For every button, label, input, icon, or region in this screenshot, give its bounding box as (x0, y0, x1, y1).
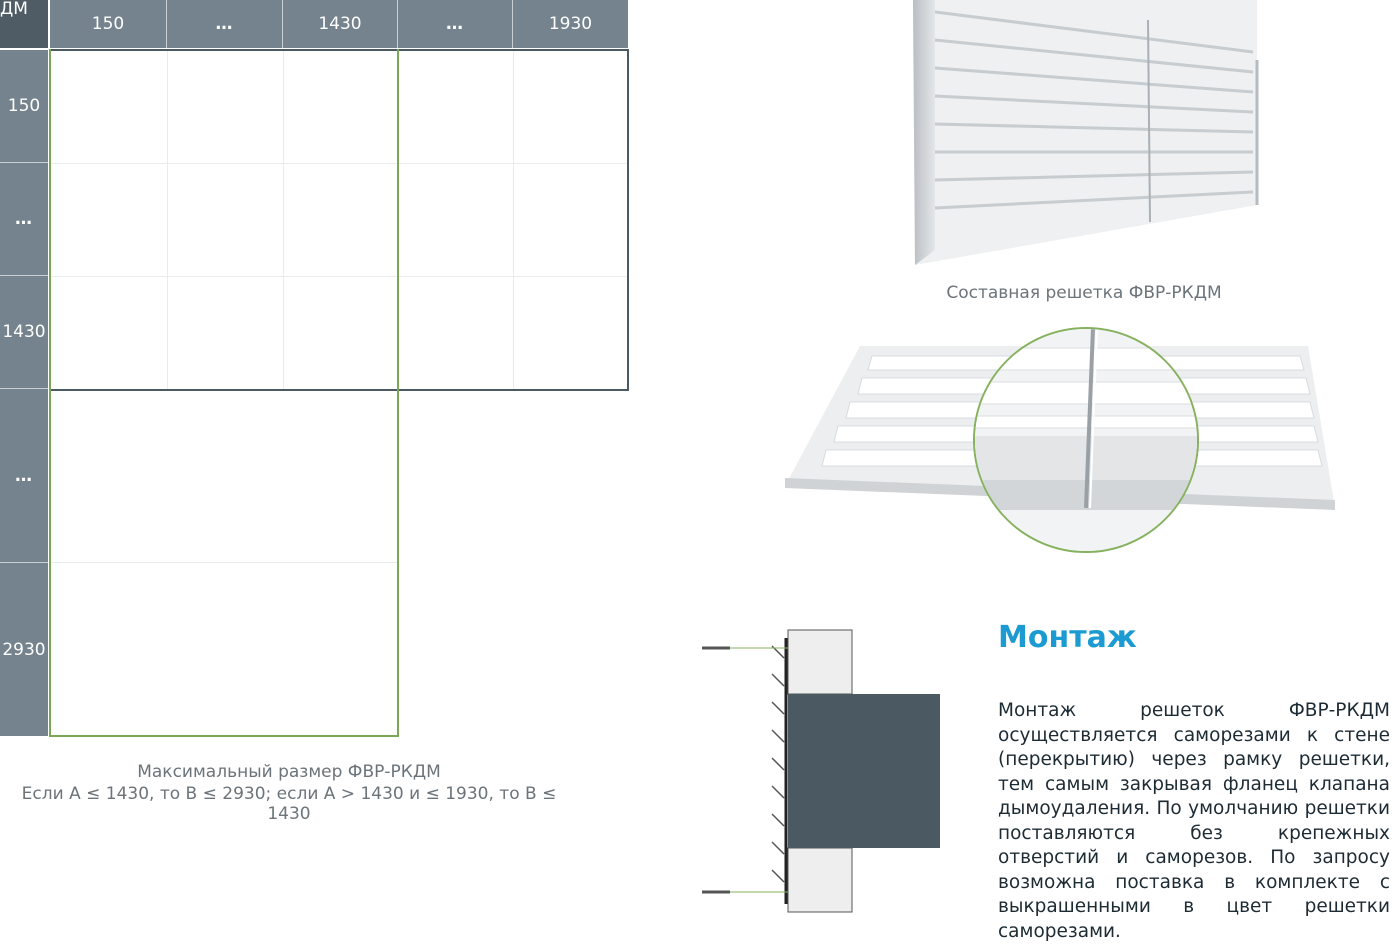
row-header-2: … (0, 163, 48, 276)
col-header-4: … (398, 0, 513, 48)
col-header-3: 1430 (283, 0, 398, 48)
row-header-5: 2930 (0, 563, 48, 736)
mounting-title: Монтаж (998, 620, 1137, 655)
col-header-1: 150 (50, 0, 167, 48)
caption-line-1: Максимальный размер ФВР-РКДМ (137, 762, 441, 782)
photo-caption: Составная решетка ФВР-РКДМ (946, 283, 1222, 303)
caption-line-2: Если А ≤ 1430, то В ≤ 2930; если А > 143… (21, 784, 557, 824)
grid-line (283, 50, 284, 390)
corner-label: ДМ (0, 0, 28, 19)
grid-line (50, 163, 628, 164)
grid-line (513, 50, 514, 390)
grid-line (50, 276, 628, 277)
col-header-5: 1930 (513, 0, 628, 48)
row-header-3: 1430 (0, 276, 48, 389)
composite-grille-image (913, 0, 1259, 265)
mounting-diagram (702, 629, 940, 913)
row-header-1: 150 (0, 50, 48, 163)
table-caption: Максимальный размер ФВР-РКДМ Если А ≤ 14… (0, 762, 578, 824)
grid-line (50, 562, 398, 563)
size-region-tall (49, 49, 399, 737)
row-header-4: … (0, 389, 48, 563)
grid-line (167, 50, 168, 390)
table-corner: ДМ (0, 0, 48, 48)
grille-detail-image (785, 327, 1335, 553)
col-header-2: … (167, 0, 283, 48)
mounting-text: Монтаж решеток ФВР-РКДМ осуществляется с… (998, 700, 1390, 942)
